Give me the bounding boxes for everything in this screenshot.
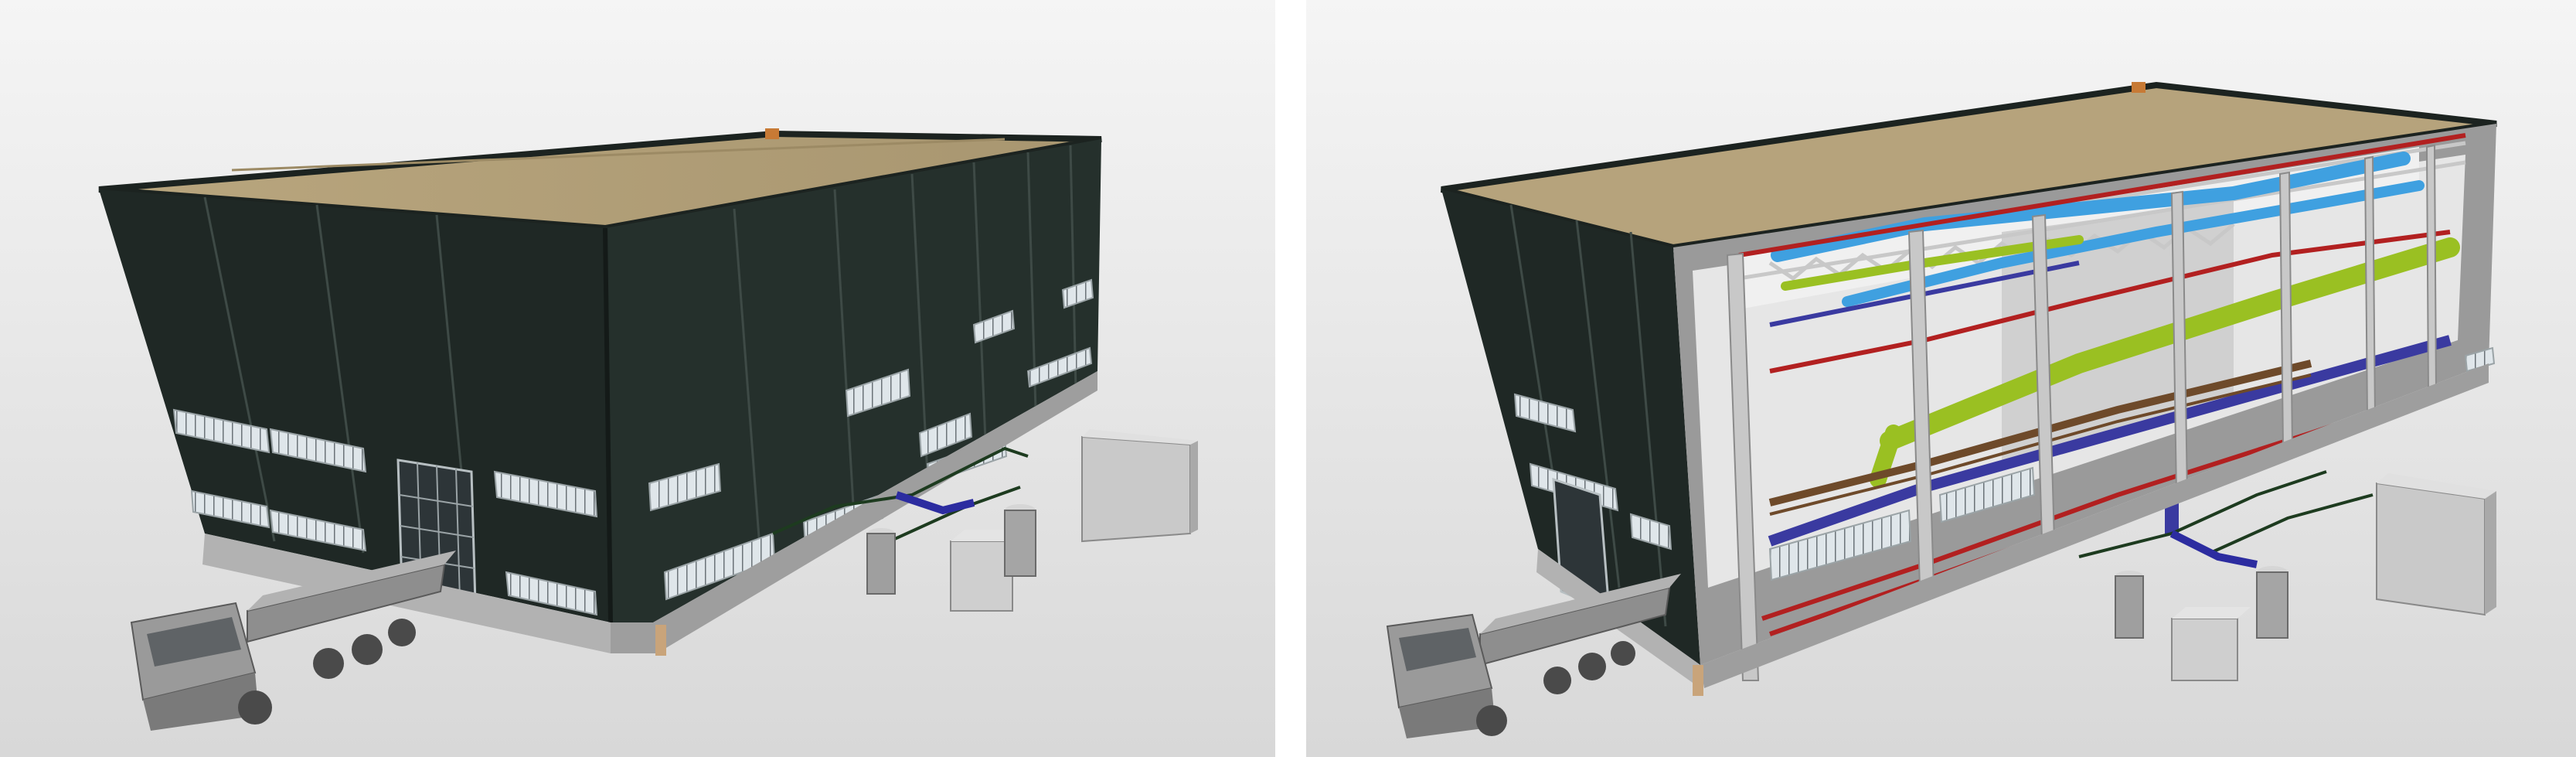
building-cutaway-render: [1306, 0, 2576, 757]
small-cabinet: [950, 540, 1013, 612]
tank-right: [1004, 510, 1036, 577]
small-cabinet: [2171, 618, 2238, 681]
panel-exterior-view: [0, 0, 1275, 757]
tank-left: [2115, 575, 2144, 639]
tank-right: [2256, 571, 2288, 639]
windows-long-side: [172, 408, 598, 616]
steel-columns: [1726, 144, 2438, 681]
plinth-short: [611, 371, 1097, 653]
truck: [130, 551, 456, 731]
roof-vent: [765, 128, 779, 139]
truck: [1386, 574, 1681, 738]
building-exterior-render: [0, 0, 1275, 757]
facade-panel-seams: [203, 145, 1077, 577]
transformer-box: [2376, 482, 2486, 616]
panel-cutaway-view: [1306, 0, 2576, 757]
site-utilities: [2078, 470, 2496, 681]
site-utilities: [772, 429, 1198, 612]
transformer-box: [1081, 435, 1191, 543]
tank-left: [866, 533, 896, 595]
